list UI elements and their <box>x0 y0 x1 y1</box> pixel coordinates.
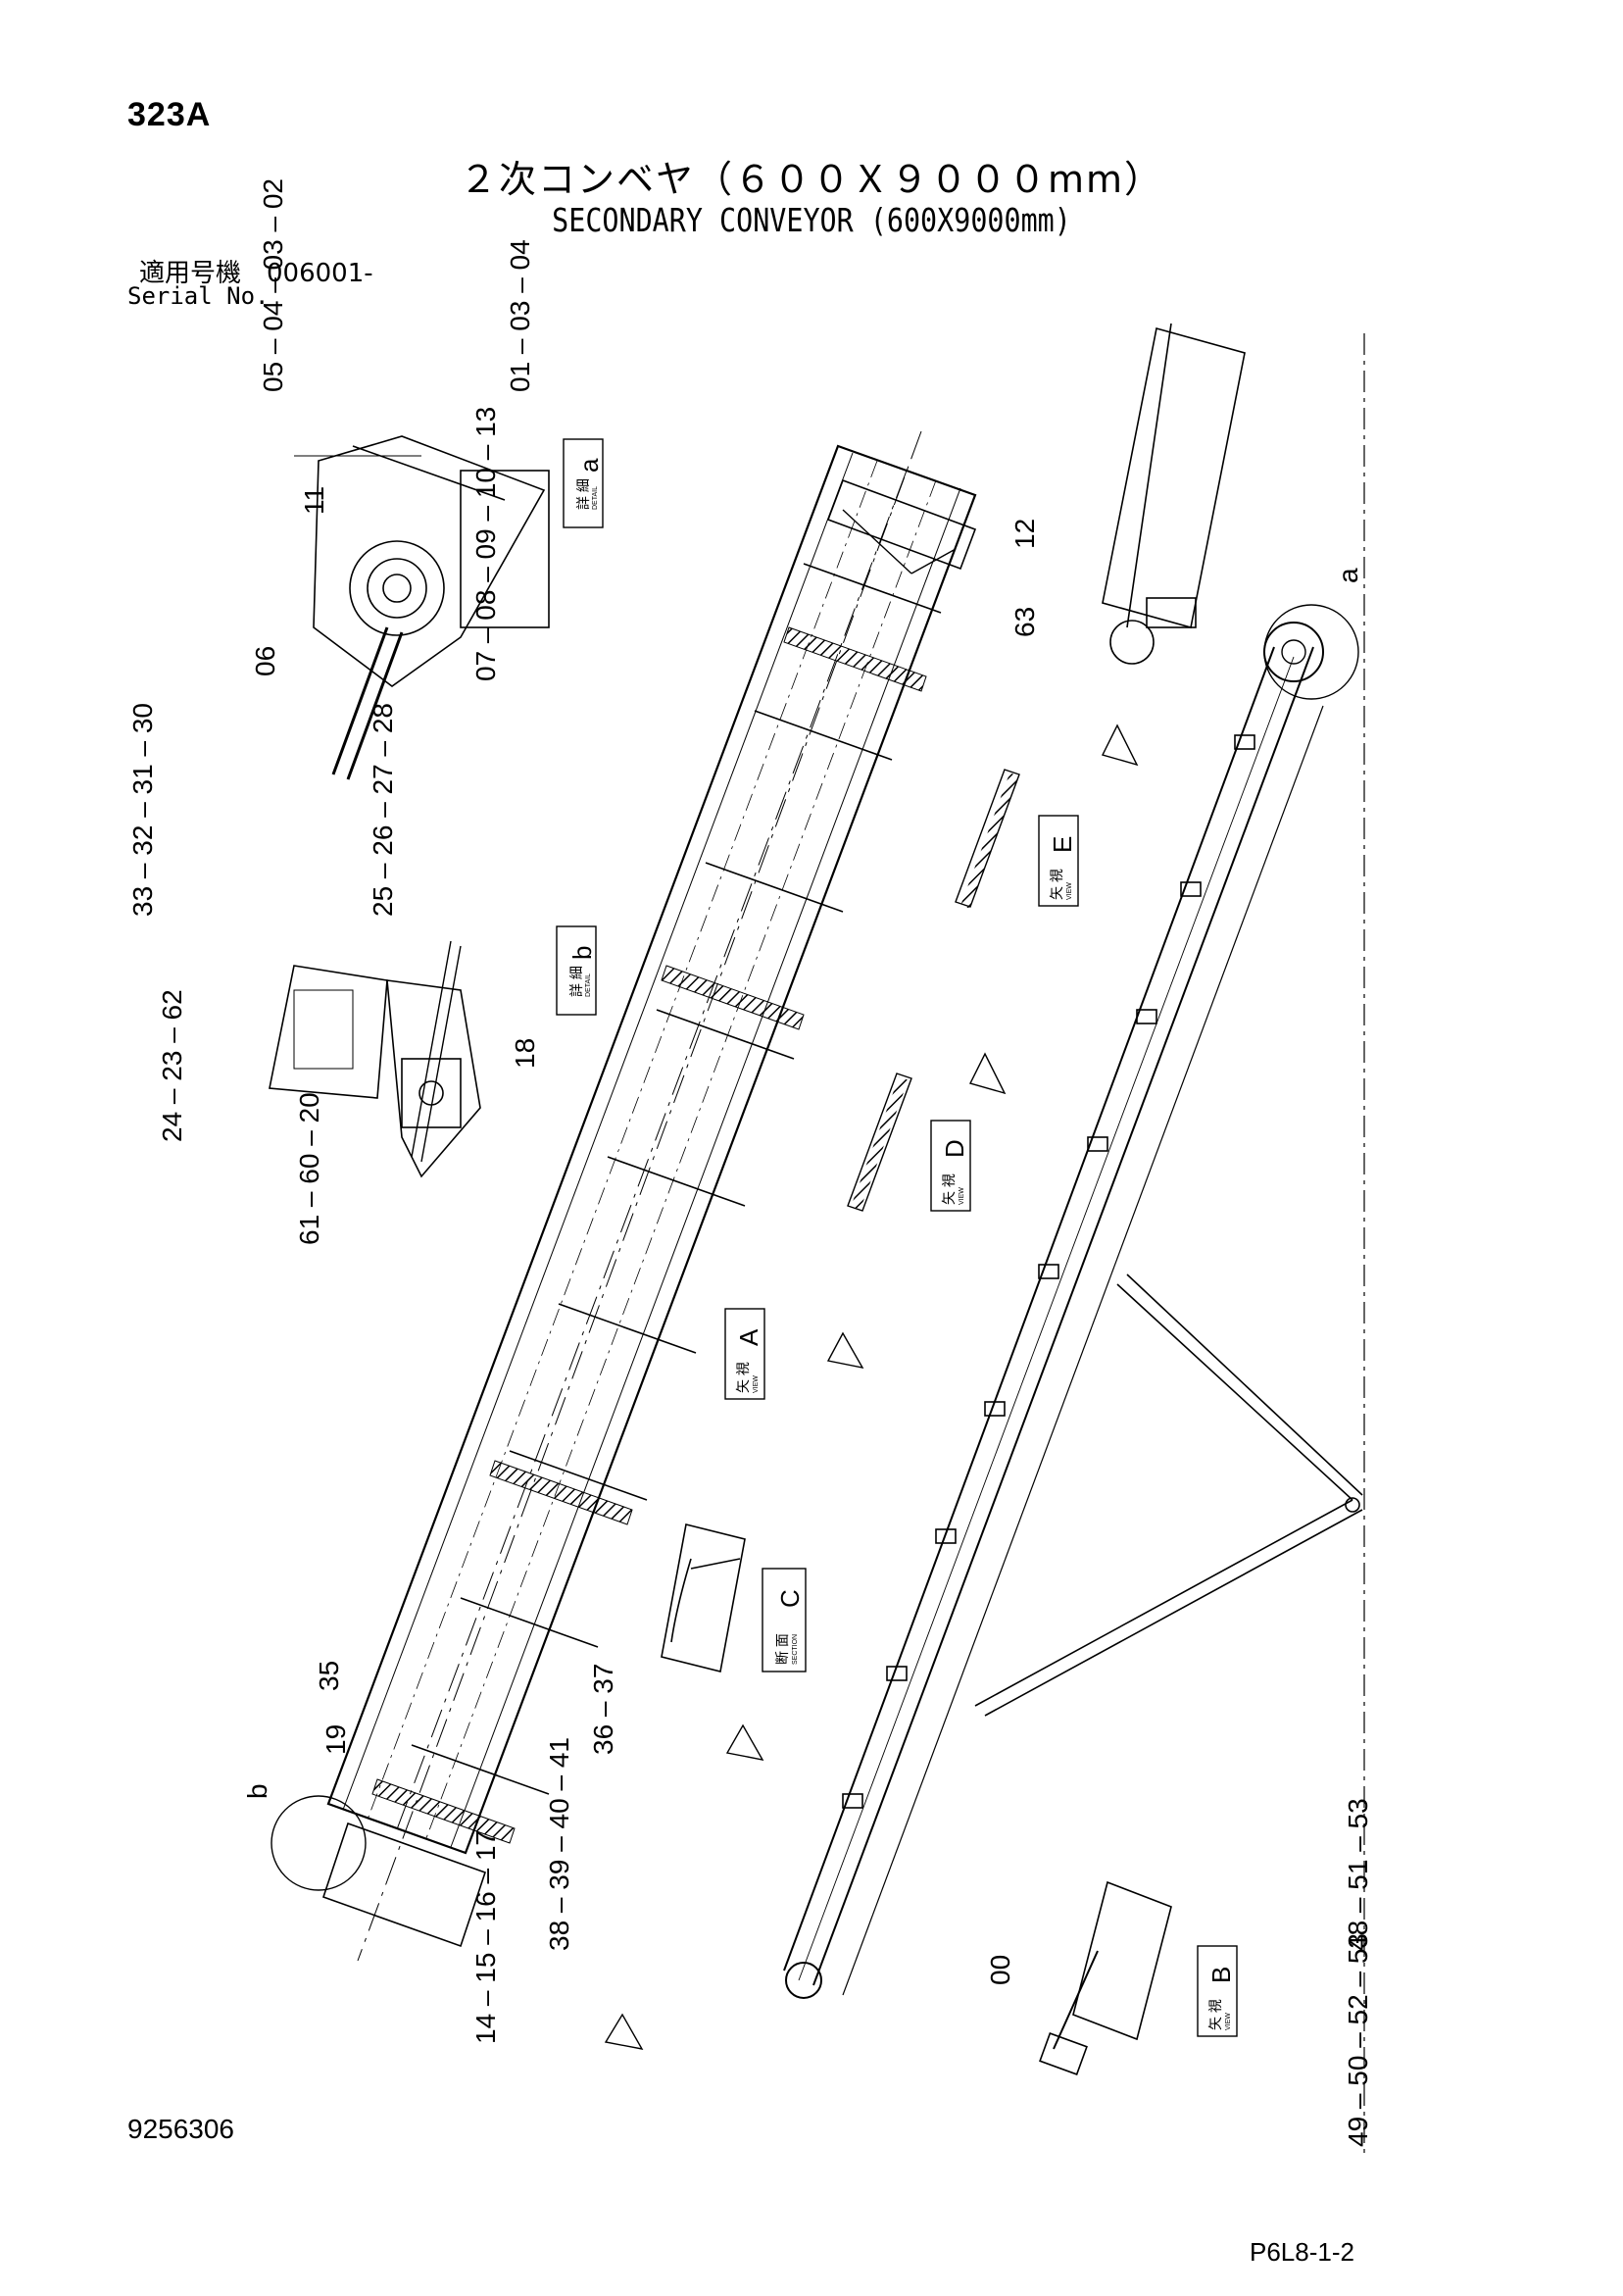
view-tag-D-letter: D <box>940 1139 969 1158</box>
callout-61-20: 61 – 60 – 20 <box>294 1092 324 1245</box>
callout-a-letter: a <box>1333 568 1363 583</box>
detail-tag-a-letter: a <box>574 458 604 473</box>
callout-05-02: 05 – 04 – 03 – 02 <box>258 178 288 392</box>
detail-a-drawing <box>294 435 550 780</box>
serial-label-english: Serial No. <box>127 282 270 310</box>
detail-tag-b-en: DETAIL <box>585 973 592 997</box>
view-tag-D: 矢 視 VIEW D <box>930 1120 971 1212</box>
drawing-number: 9256306 <box>127 2114 235 2144</box>
view-tag-D-en: VIEW <box>959 1187 965 1205</box>
view-b-drum <box>1039 1880 1172 2075</box>
section-tag-C-jp: 断 面 <box>774 1633 790 1665</box>
callout-01-04: 01 – 03 – 04 <box>505 239 535 392</box>
sheet-reference: P6L8-1-2 <box>1250 2237 1354 2267</box>
detail-b-circle <box>270 1795 367 1891</box>
view-e-roller <box>955 769 1020 909</box>
callout-18: 18 <box>510 1038 540 1069</box>
detail-tag-b-jp: 詳 細 <box>568 966 584 997</box>
detail-tag-b-letter: b <box>567 946 597 960</box>
callout-36-37: 36 – 37 <box>588 1664 618 1755</box>
view-tag-B-en: VIEW <box>1225 2013 1232 2030</box>
callout-38-41: 38 – 39 – 40 – 41 <box>544 1737 574 1951</box>
view-tag-B-letter: B <box>1206 1967 1236 1983</box>
callout-06: 06 <box>250 646 280 676</box>
section-tag-C-letter: C <box>775 1589 805 1608</box>
callout-49-53: 49 – 50 – 52 – 53 <box>1343 1933 1373 2147</box>
callout-19: 19 <box>320 1724 351 1755</box>
detail-a-circle <box>1263 604 1359 700</box>
section-tag-C: 断 面 SECTION C <box>762 1568 807 1672</box>
detail-tag-a-jp: 詳 細 <box>575 478 591 510</box>
view-tag-A-letter: A <box>734 1328 763 1346</box>
view-tag-A-en: VIEW <box>753 1375 760 1393</box>
detail-b-drawing <box>269 940 481 1178</box>
main-conveyor-plan <box>321 430 977 1962</box>
callout-07-13: 07 – 08 – 09 – 10 – 13 <box>470 407 501 681</box>
callout-48-53: 48 – 51 – 53 <box>1343 1798 1373 1951</box>
callout-33-30: 33 – 32 – 31 – 30 <box>127 703 158 917</box>
detail-tag-a-en: DETAIL <box>592 486 599 510</box>
callout-00: 00 <box>985 1955 1015 1985</box>
view-tag-E-en: VIEW <box>1066 882 1073 900</box>
view-tag-D-jp: 矢 視 <box>941 1173 957 1205</box>
title-japanese: ２次コンベヤ（６００Ｘ９０００mm） <box>459 158 1164 201</box>
view-tag-E-letter: E <box>1048 836 1077 853</box>
section-c-trough <box>661 1523 746 1672</box>
view-tag-E: 矢 視 VIEW E <box>1038 815 1079 907</box>
detail-tag-a: 詳 細 DETAIL a <box>563 438 604 528</box>
page-number: 323A <box>127 96 212 133</box>
callout-63: 63 <box>1009 607 1040 637</box>
hopper-partial-view <box>1102 323 1246 665</box>
title-english: SECONDARY CONVEYOR (600X9000mm) <box>552 201 1071 239</box>
view-tag-B-jp: 矢 視 <box>1207 1999 1223 2030</box>
callout-11: 11 <box>299 486 329 515</box>
view-d-roller <box>847 1073 912 1212</box>
callout-25-28: 25 – 26 – 27 – 28 <box>368 703 398 917</box>
callout-24-62: 24 – 23 – 62 <box>157 989 187 1142</box>
conveyor-side-view <box>783 622 1363 1999</box>
view-tag-E-jp: 矢 視 <box>1049 869 1064 900</box>
view-arrows <box>604 724 1139 2050</box>
callout-35: 35 <box>314 1661 344 1691</box>
serial-label-japanese: 適用号機 006001- <box>139 259 373 288</box>
view-tag-B: 矢 視 VIEW B <box>1197 1945 1238 2037</box>
callout-12: 12 <box>1009 519 1040 549</box>
callout-14-17: 14 – 15 – 16 – 17 <box>470 1830 501 2044</box>
detail-tag-b: 詳 細 DETAIL b <box>556 925 597 1016</box>
view-tag-A-jp: 矢 視 <box>735 1362 751 1393</box>
callout-b-letter: b <box>242 1783 272 1799</box>
section-tag-C-en: SECTION <box>792 1634 799 1665</box>
view-tag-A: 矢 視 VIEW A <box>724 1308 765 1400</box>
